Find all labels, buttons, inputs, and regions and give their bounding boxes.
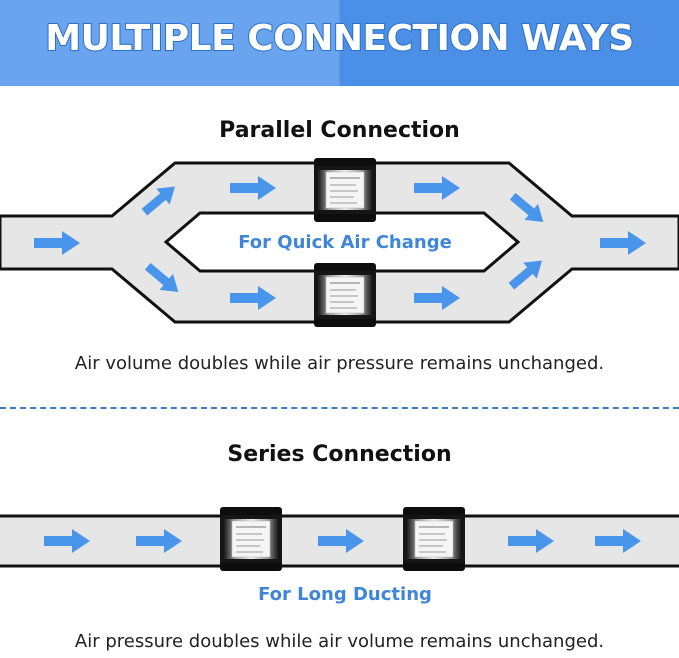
series-label: For Long Ducting (258, 584, 432, 605)
series-caption: Air pressure doubles while air volume re… (74, 631, 605, 652)
section-divider (0, 407, 679, 409)
parallel-inner-label: For Quick Air Change (238, 232, 452, 253)
parallel-duct-inner (163, 211, 521, 273)
series-diagram (0, 507, 679, 571)
inline-duct-fan-icon (220, 507, 282, 571)
parallel-diagram (0, 158, 679, 327)
parallel-caption: Air volume doubles while air pressure re… (74, 353, 605, 374)
header-band (0, 0, 679, 86)
page-title: MULTIPLE CONNECTION WAYS (44, 17, 635, 60)
inline-duct-fan-icon (314, 263, 376, 327)
parallel-title: Parallel Connection (219, 118, 460, 143)
series-title: Series Connection (227, 442, 452, 467)
inline-duct-fan-icon (314, 158, 376, 222)
inline-duct-fan-icon (403, 507, 465, 571)
